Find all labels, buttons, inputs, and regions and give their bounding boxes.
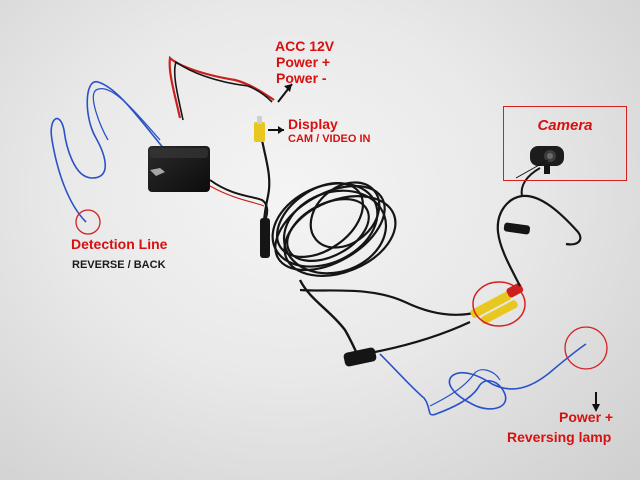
camera-callout-box: Camera: [503, 106, 627, 181]
reverse-blue-wire-2: [429, 369, 501, 407]
display-sub-label: CAM / VIDEO IN: [288, 133, 371, 145]
rca-pair: [470, 283, 524, 325]
detection-sub-label: REVERSE / BACK: [72, 259, 166, 271]
cable-to-rca-right: [299, 288, 479, 316]
detection-callout-circle: [75, 209, 101, 235]
coiled-video-cable: [271, 181, 397, 277]
camera-arrow: [515, 159, 549, 179]
detection-title-label: Detection Line: [71, 236, 168, 252]
acc-black-wire: [173, 60, 273, 121]
camera-cable-plug: [503, 222, 531, 235]
reversing-lamp-label: Reversing lamp: [507, 429, 612, 445]
acc-power-plus-label: Power +: [276, 54, 331, 70]
acc-red-wire: [168, 55, 275, 119]
camera-label: Camera: [537, 117, 593, 134]
reverse-callout-circle: [564, 326, 608, 370]
camera-cable: [496, 194, 582, 287]
box-red-wire: [209, 185, 265, 207]
inline-connector: [343, 347, 377, 367]
cable-to-connector: [298, 279, 362, 361]
reverse-blue-wire: [379, 343, 587, 416]
detection-blue-wire: [50, 81, 166, 223]
box-to-rca-wire: [209, 179, 269, 219]
camera-body: [530, 146, 564, 174]
connector-to-rca: [374, 321, 471, 354]
reverse-power-label: Power +: [559, 409, 614, 425]
acc-title-label: ACC 12V: [275, 38, 335, 54]
display-connector: [260, 218, 270, 258]
rca-callout-circle: [472, 281, 526, 327]
detection-blue-wire-2: [92, 87, 161, 141]
display-title-label: Display: [288, 116, 338, 132]
display-rca-plug: [254, 122, 265, 142]
camera-lead: [520, 167, 541, 197]
acc-power-minus-label: Power -: [276, 70, 327, 86]
